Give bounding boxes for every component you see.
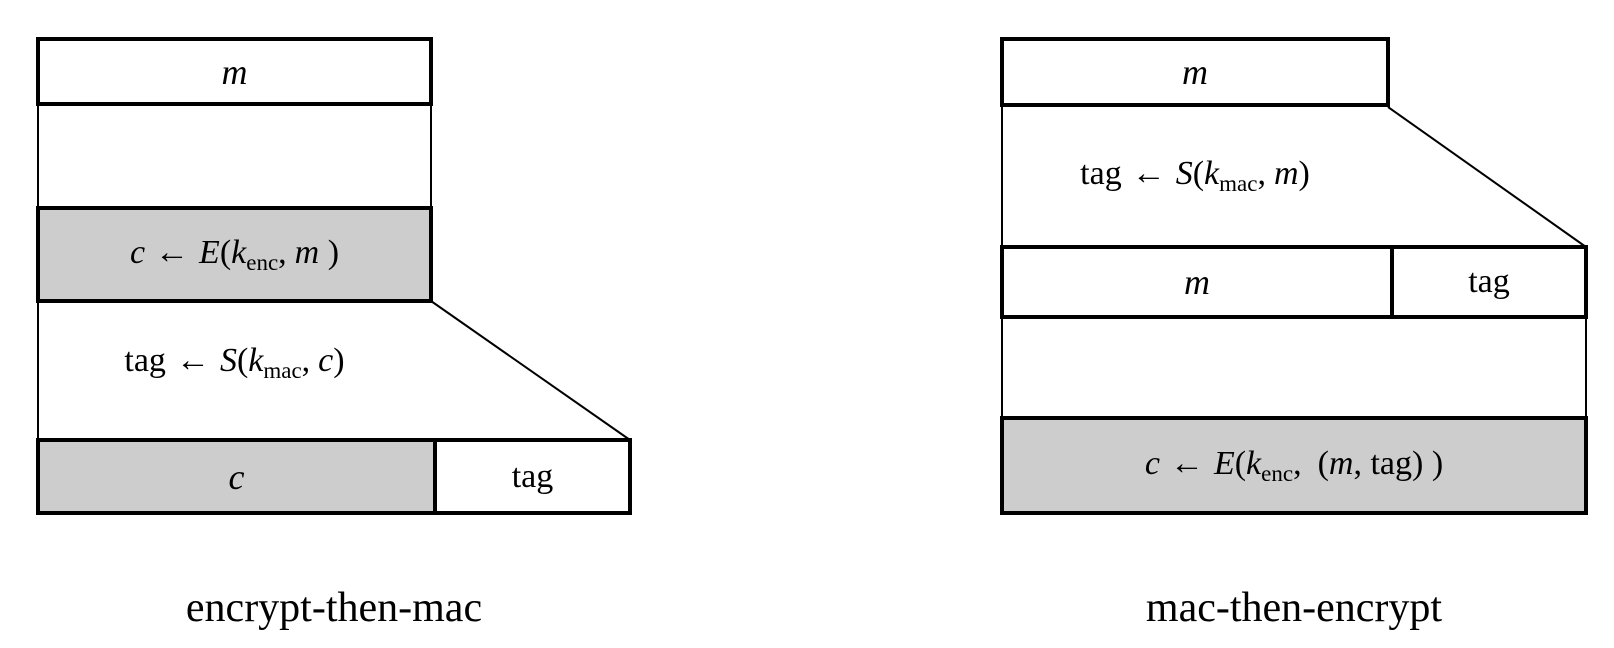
left-message-label: m [221, 51, 248, 92]
left-caption: encrypt-then-mac [185, 585, 483, 631]
left-output-row: c tag [36, 438, 632, 515]
right-tagged-tag-cell: tag [1468, 263, 1510, 300]
left-output-tag-cell: tag [511, 457, 554, 495]
right-encrypt-formula: c←E(kenc,(m, tag) ) [1144, 444, 1444, 486]
right-arrow-icon: ← [1169, 444, 1204, 482]
right-tagged-message-cell: m [1004, 249, 1394, 315]
left-encrypt-formula: c←E(kenc,m ) [129, 233, 340, 275]
left-encrypt-box: c←E(kenc,m ) [36, 206, 433, 303]
right-mac-formula: tag←S(kmac,m) [1080, 155, 1310, 196]
right-caption: mac-then-encrypt [1145, 585, 1443, 631]
left-output-ciphertext-cell: c [40, 442, 437, 511]
right-message-box: m [1000, 37, 1390, 107]
left-mac-formula: tag←S(kmac,c) [124, 342, 345, 383]
left-arrow-icon: ← [155, 233, 190, 271]
left-mac-arrow-icon: ← [175, 342, 210, 379]
right-encrypt-box: c←E(kenc,(m, tag) ) [1000, 416, 1588, 515]
right-mac-step: tag←S(kmac,m) [1000, 107, 1390, 245]
right-mac-arrow-icon: ← [1131, 155, 1166, 192]
right-message-label: m [1182, 52, 1208, 92]
right-tagged-row: m tag [1000, 245, 1588, 319]
left-message-box: m [36, 37, 433, 106]
left-mac-step: tag←S(kmac,c) [36, 303, 433, 423]
